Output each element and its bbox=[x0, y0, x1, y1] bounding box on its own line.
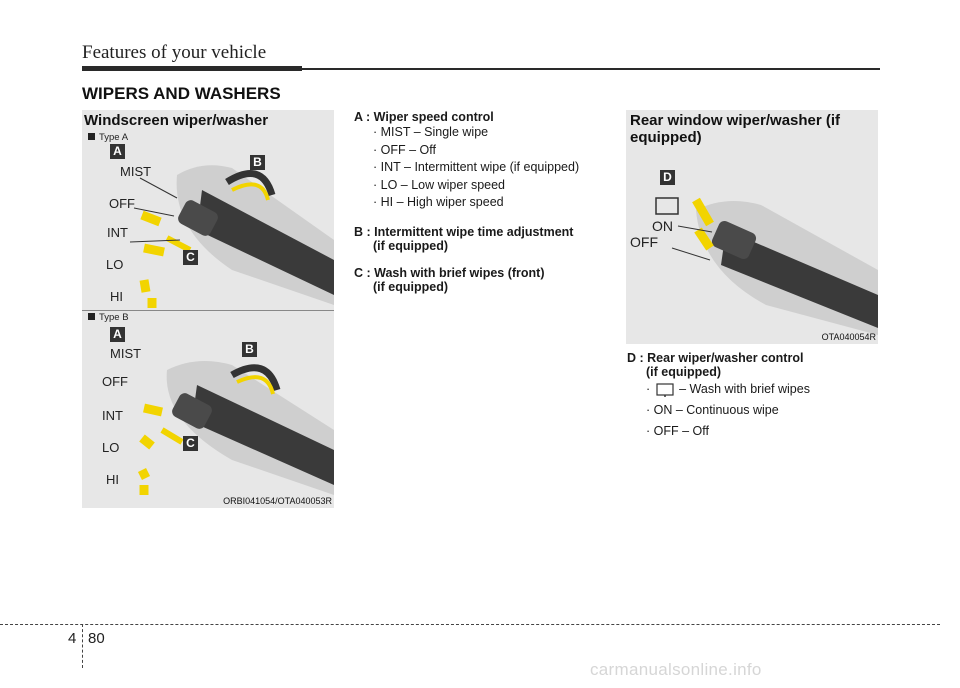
item-a-bullet: · OFF – Off bbox=[373, 142, 436, 157]
badge-d: D bbox=[660, 170, 675, 185]
type-divider bbox=[82, 310, 334, 311]
type-a-label: Type A bbox=[88, 132, 128, 143]
item-d-bullet: · ON – Continuous wipe bbox=[646, 403, 779, 417]
chapter-number: 4 bbox=[68, 630, 77, 647]
wiper-stalk-illustration-b bbox=[137, 361, 334, 495]
item-d-bullet: · OFF – Off bbox=[646, 424, 709, 438]
item-b-heading: B : Intermittent wipe time adjustment bbox=[354, 224, 574, 239]
badge-a: A bbox=[110, 144, 125, 159]
footer-vrule bbox=[82, 624, 83, 668]
badge-b: B bbox=[250, 155, 265, 170]
header-title: Features of your vehicle bbox=[82, 42, 267, 63]
label-hi-b: HI bbox=[106, 472, 119, 487]
watermark: carmanualsonline.info bbox=[590, 660, 762, 679]
item-d-sub: (if equipped) bbox=[646, 365, 721, 379]
item-b-sub: (if equipped) bbox=[373, 238, 448, 253]
label-mist-b: MIST bbox=[110, 346, 142, 361]
label-int: INT bbox=[107, 225, 128, 240]
badge-a-type-b: A bbox=[110, 327, 125, 342]
badge-c-type-b: C bbox=[183, 436, 198, 451]
label-hi: HI bbox=[110, 289, 123, 304]
header-rule bbox=[82, 66, 302, 71]
figure-code-left: ORBI041054/OTA040053R bbox=[223, 496, 332, 506]
rear-wiper-stalk-illustration bbox=[655, 197, 878, 335]
badge-b-type-b: B bbox=[242, 342, 257, 357]
item-a-bullet: · HI – High wiper speed bbox=[373, 195, 504, 209]
item-a-bullet: · MIST – Single wipe bbox=[373, 125, 489, 139]
item-a-heading: A : Wiper speed control bbox=[354, 110, 494, 124]
label-off: OFF bbox=[109, 196, 135, 211]
item-c-heading: C : Wash with brief wipes (front) bbox=[354, 265, 545, 280]
washer-icon bbox=[656, 383, 674, 397]
figure-code-right: OTA040054R bbox=[821, 332, 876, 342]
label-lo: LO bbox=[106, 257, 124, 272]
type-b-label: Type B bbox=[88, 312, 129, 323]
item-a-bullet: · INT – Intermittent wipe (if equipped) bbox=[373, 160, 580, 174]
item-d-heading: D : Rear wiper/washer control bbox=[627, 351, 804, 365]
header-rule-thin bbox=[302, 68, 880, 70]
item-d-bullet: · – Wash with brief wipes bbox=[646, 382, 810, 397]
label-on: ON bbox=[652, 218, 673, 234]
badge-c: C bbox=[183, 250, 198, 265]
label-mist: MIST bbox=[120, 164, 152, 179]
label-off-rear: OFF bbox=[630, 234, 658, 250]
label-off-b: OFF bbox=[102, 374, 128, 389]
wiper-stalk-illustration-a bbox=[129, 165, 334, 308]
label-lo-b: LO bbox=[102, 440, 120, 455]
wiper-description: A : Wiper speed control · MIST – Single … bbox=[354, 110, 609, 294]
label-int-b: INT bbox=[102, 408, 123, 423]
page-number: 80 bbox=[88, 630, 105, 647]
footer-rule bbox=[0, 624, 940, 625]
windscreen-figure-panel: Windscreen wiper/washer Type A A B C MIS… bbox=[82, 110, 334, 508]
section-title: WIPERS AND WASHERS bbox=[82, 84, 281, 103]
item-a-bullet: · LO – Low wiper speed bbox=[373, 177, 506, 192]
rear-wiper-figure-panel: Rear window wiper/washer (if equipped) D… bbox=[626, 110, 878, 344]
item-c-sub: (if equipped) bbox=[373, 279, 448, 294]
panel-title-windscreen: Windscreen wiper/washer bbox=[84, 112, 269, 129]
panel-title-rear: Rear window wiper/washer (if equipped) bbox=[630, 112, 841, 146]
rear-wiper-description: D : Rear wiper/washer control (if equipp… bbox=[627, 351, 879, 442]
